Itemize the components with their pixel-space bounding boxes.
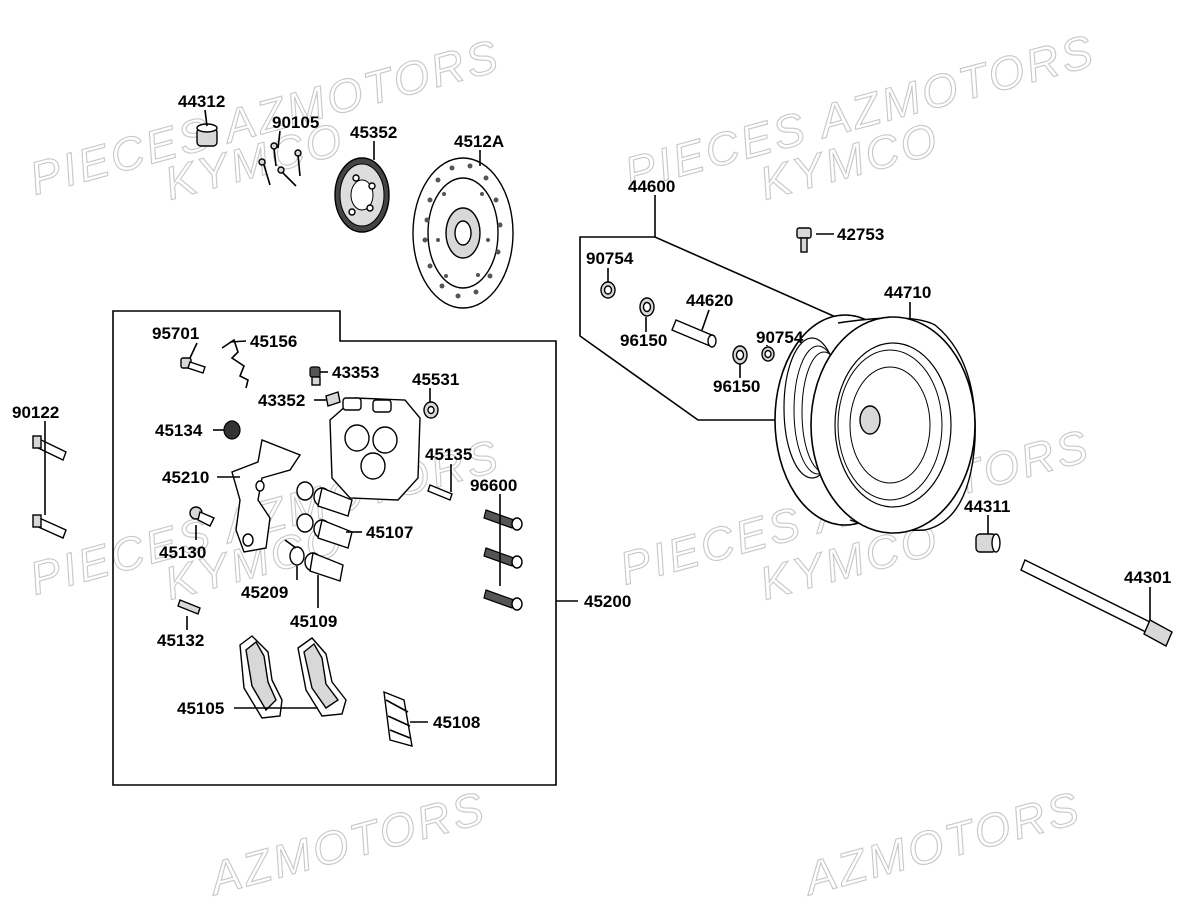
label-44620: 44620: [686, 291, 733, 310]
piston-seals-45209-part: [289, 546, 305, 566]
bearing-96150-part: [639, 297, 655, 317]
label-44301: 44301: [1124, 568, 1171, 587]
axle-44301-part: [1020, 559, 1173, 647]
bleeder-screw-43352-part: [325, 391, 341, 407]
spacer-44312-part: [196, 123, 218, 147]
oil-seal-90754-part: [761, 346, 775, 362]
oil-seal-90754-part: [600, 281, 616, 299]
watermark-text: AZMOTORS: [201, 781, 492, 900]
label-45209: 45209: [241, 583, 288, 602]
pin-45135-part: [427, 484, 453, 501]
label-45132: 45132: [157, 631, 204, 650]
label-45134: 45134: [155, 421, 203, 440]
label-90122: 90122: [12, 403, 59, 422]
spacer-44311-part: [975, 533, 1001, 553]
label-45109: 45109: [290, 612, 337, 631]
wheel-tire-44710-part: [774, 314, 976, 534]
label-90754: 90754: [756, 328, 804, 347]
pistons-45107-part: [296, 481, 353, 549]
nut-45531-part: [423, 401, 439, 419]
collar-44620-part: [671, 319, 717, 348]
caliper-body-part: [329, 397, 421, 501]
label-45130: 45130: [159, 543, 206, 562]
label-44600: 44600: [628, 177, 675, 196]
screw-45132-part: [177, 599, 201, 615]
label-43352: 43352: [258, 391, 305, 410]
label-45531: 45531: [412, 370, 459, 389]
part-labels: 44312 90105 45352 4512A 44600 42753 9075…: [12, 92, 1171, 732]
bearing-96150-part: [732, 345, 748, 365]
label-45105: 45105: [177, 699, 224, 718]
dust-boot-45134-part: [223, 420, 241, 440]
bolts-96600-part: [483, 509, 523, 611]
label-44710: 44710: [884, 283, 931, 302]
piston-45109-part: [304, 552, 344, 582]
label-96150: 96150: [620, 331, 667, 350]
label-90105: 90105: [272, 113, 319, 132]
label-96150: 96150: [713, 377, 760, 396]
bracket-45210-part: [231, 439, 302, 553]
bolt-95701-part: [180, 357, 206, 374]
brake-pads-45105-part: [239, 635, 347, 719]
bolts-90105-part: [258, 142, 302, 187]
label-44312: 44312: [178, 92, 225, 111]
brake-disc-4512A-part: [412, 157, 514, 309]
bolt-45130-part: [189, 506, 215, 527]
watermark-text: AZMOTORS: [796, 781, 1087, 900]
label-45107: 45107: [366, 523, 413, 542]
leader-lines: [44, 109, 1151, 723]
label-45108: 45108: [433, 713, 480, 732]
label-4512A: 4512A: [454, 132, 504, 151]
label-45156: 45156: [250, 332, 297, 351]
label-95701: 95701: [152, 324, 199, 343]
spring-45156-part: [221, 338, 249, 389]
bolt-90122-part: [32, 435, 67, 539]
label-45352: 45352: [350, 123, 397, 142]
label-96600: 96600: [470, 476, 517, 495]
label-90754: 90754: [586, 249, 634, 268]
label-43353: 43353: [332, 363, 379, 382]
caliper-assembly-frame: [112, 310, 557, 786]
label-45200: 45200: [584, 592, 631, 611]
pad-spring-45108-part: [383, 690, 413, 747]
label-45210: 45210: [162, 468, 209, 487]
sprocket-ring-45352-part: [334, 157, 390, 233]
valve-42753-part: [796, 227, 812, 253]
label-44311: 44311: [964, 497, 1010, 516]
label-45135: 45135: [425, 445, 472, 464]
bleeder-43353-part: [309, 366, 321, 386]
label-42753: 42753: [837, 225, 884, 244]
